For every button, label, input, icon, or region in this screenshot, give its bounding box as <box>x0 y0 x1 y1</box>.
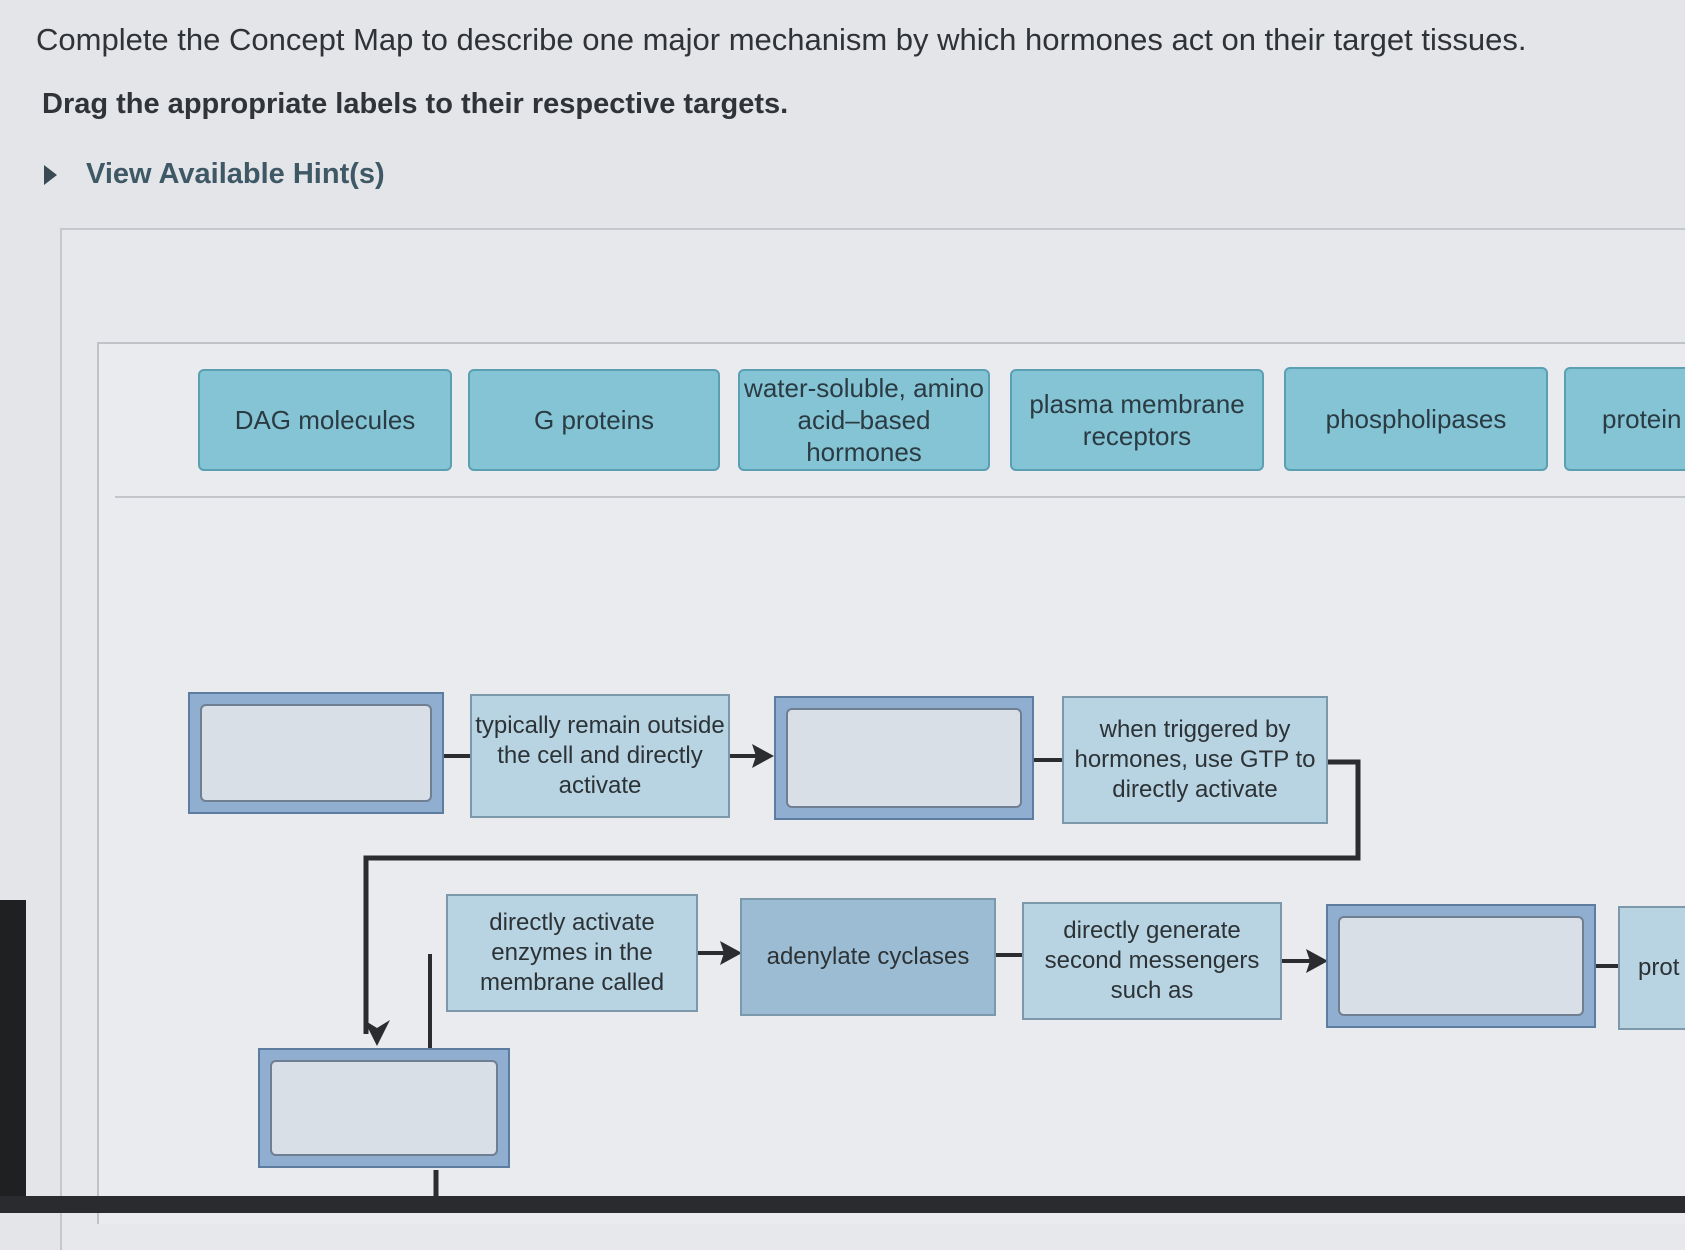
connector-lines <box>363 744 1620 1213</box>
label-dag-molecules[interactable]: DAG molecules <box>198 369 452 471</box>
drop-slot[interactable] <box>270 1060 498 1156</box>
hint-link-label: View Available Hint(s) <box>86 158 385 190</box>
map-node-membrane-enzymes: directly activate enzymes in the membran… <box>446 894 698 1012</box>
drop-target-1[interactable] <box>188 692 444 814</box>
drop-slot[interactable] <box>1338 916 1584 1016</box>
drop-slot[interactable] <box>786 708 1022 808</box>
instruction-text: Drag the appropriate labels to their res… <box>42 88 789 120</box>
map-node-remain-outside: typically remain outside the cell and di… <box>470 694 730 818</box>
map-node-prot-cut: prot <box>1618 906 1685 1030</box>
drop-slot[interactable] <box>200 704 432 802</box>
map-node-adenylate-cyclases: adenylate cyclases <box>740 898 996 1016</box>
screen-bezel-edge <box>0 900 26 1213</box>
drop-target-2[interactable] <box>774 696 1034 820</box>
drop-target-4[interactable] <box>258 1048 510 1168</box>
drop-target-3[interactable] <box>1326 904 1596 1028</box>
label-g-proteins[interactable]: G proteins <box>468 369 720 471</box>
label-water-soluble-hormones[interactable]: water-soluble, amino acid–based hormones <box>738 369 990 471</box>
view-hints-toggle[interactable]: View Available Hint(s) <box>44 158 385 191</box>
label-phospholipases[interactable]: phospholipases <box>1284 367 1548 471</box>
label-plasma-membrane-receptors[interactable]: plasma membrane receptors <box>1010 369 1264 471</box>
expand-triangle-icon <box>44 164 57 185</box>
map-node-second-messengers: directly generate second messengers such… <box>1022 902 1282 1020</box>
map-node-gtp-activate: when triggered by hormones, use GTP to d… <box>1062 696 1328 824</box>
page-title: Complete the Concept Map to describe one… <box>36 22 1527 57</box>
label-protein[interactable]: protein <box>1564 367 1685 471</box>
label-bank-divider <box>115 496 1685 498</box>
screen-bezel-bottom <box>0 1196 1685 1213</box>
